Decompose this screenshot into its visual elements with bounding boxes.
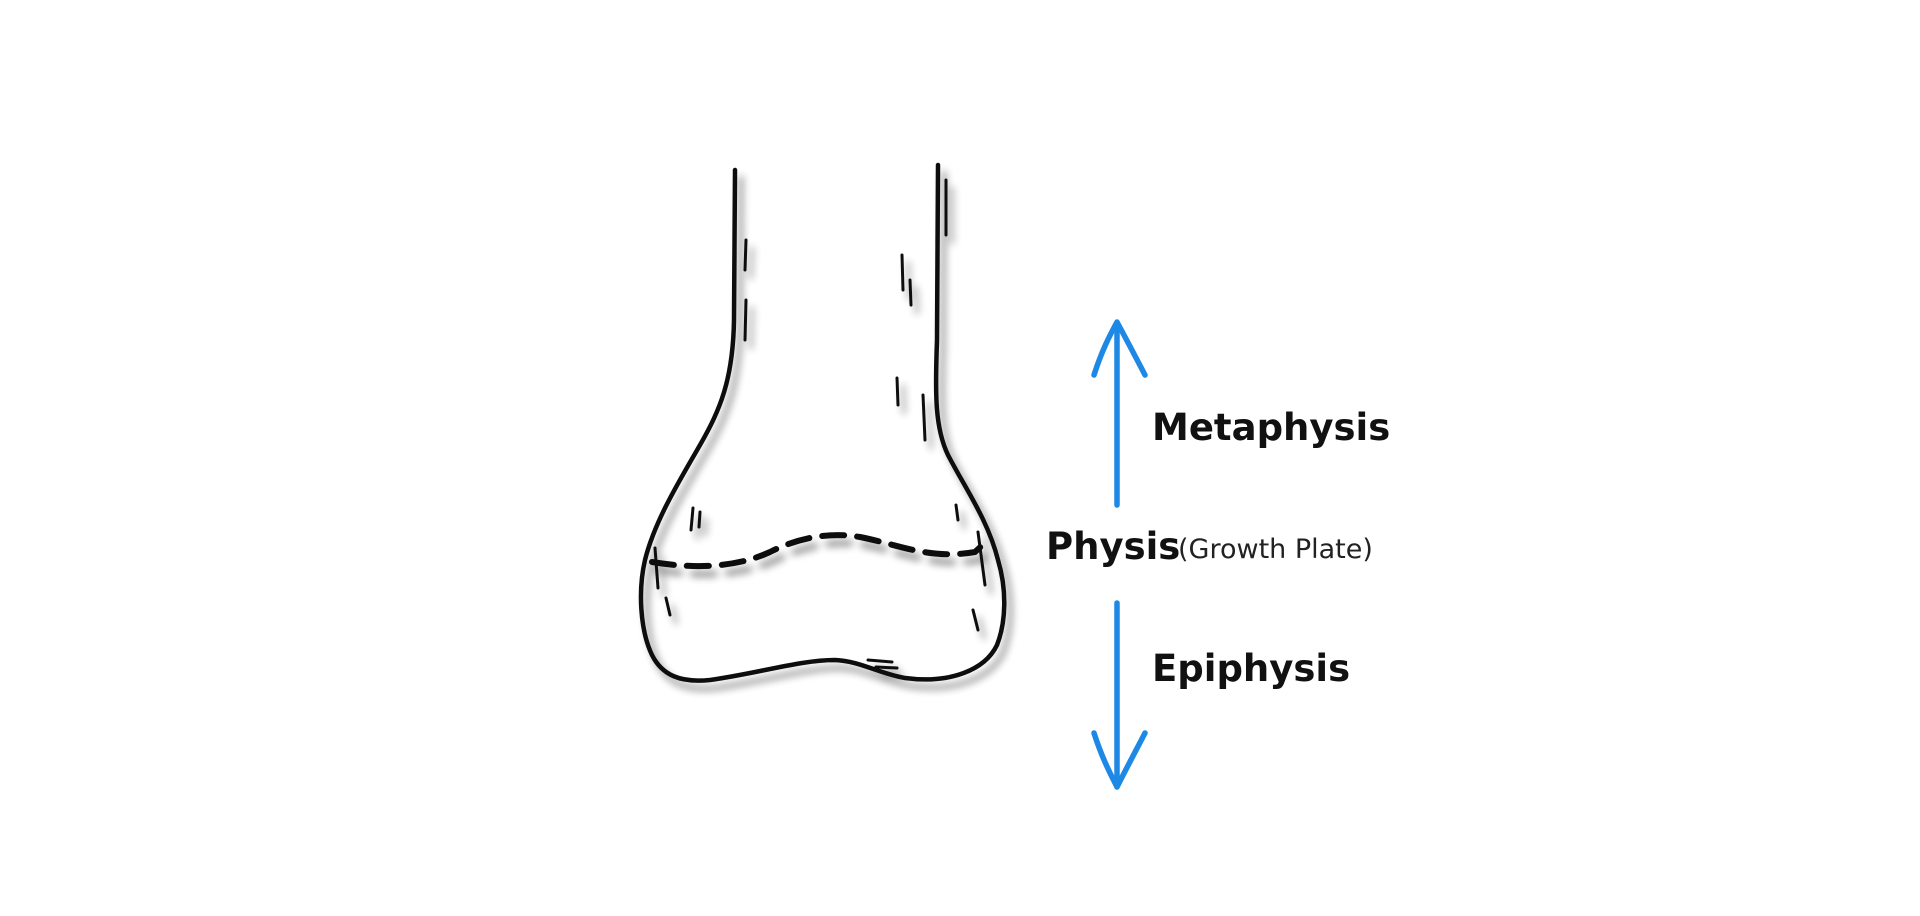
arrow-down-icon bbox=[1091, 600, 1148, 790]
metaphysis-label: Metaphysis bbox=[1152, 406, 1390, 449]
physis-note-label: (Growth Plate) bbox=[1178, 534, 1373, 565]
physis-edge-left bbox=[653, 546, 660, 590]
arrow-up-icon bbox=[1091, 319, 1148, 508]
physis-label: Physis bbox=[1046, 525, 1180, 568]
physis-edge-right bbox=[976, 530, 987, 587]
epiphysis-label: Epiphysis bbox=[1152, 647, 1350, 690]
bone-outline bbox=[638, 162, 1007, 683]
physis-line bbox=[649, 532, 991, 570]
sketch-marks bbox=[664, 178, 980, 670]
bone-illustration bbox=[638, 162, 1007, 683]
